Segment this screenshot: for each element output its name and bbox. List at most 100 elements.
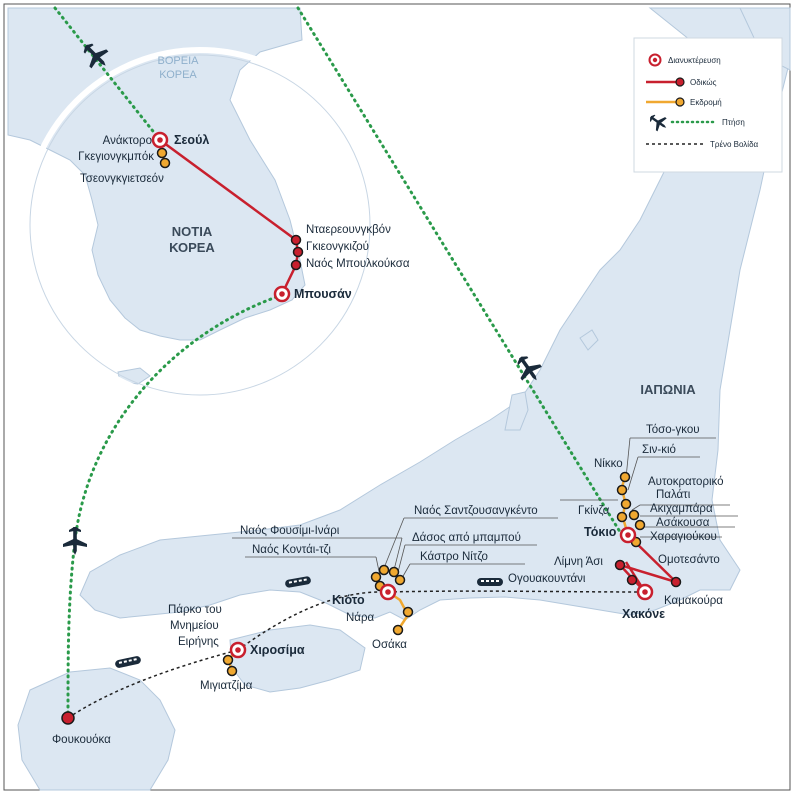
excursion-point [156, 147, 168, 159]
train-route-fukuoka-hiroshima [67, 649, 239, 719]
overnight-marker-seoul [151, 131, 169, 149]
place-label-naereosa: Νταερεουνγκβόν [306, 224, 391, 236]
place-label-ginza: Γκίνζα [578, 505, 610, 517]
place-label-shinkyo: Σιν-κιό [642, 444, 676, 456]
legend-road-icon [646, 77, 685, 87]
shikoku-landmass [229, 624, 366, 693]
place-label-fushimi-inari: Ναός Φουσίμι-Ινάρι [240, 525, 340, 537]
legend-flight-label: Πτήση [722, 118, 745, 127]
excursion-point [378, 564, 390, 576]
train-icon [115, 656, 141, 668]
flight-route-busan-fukuoka [66, 293, 284, 720]
road-waypoints [290, 234, 682, 588]
place-label-hiroshima: Χιροσίμα [250, 643, 305, 657]
airplane-icon [63, 527, 87, 555]
place-label-akihabara: Ακιχαμπάρα [650, 503, 713, 515]
airplane-icon [517, 356, 542, 381]
legend-overnight-label: Διανυκτέρευση [668, 56, 721, 65]
overnight-marker-busan [273, 285, 291, 303]
overnight-marker-hakone [636, 583, 654, 601]
overnight-marker-hiroshima [229, 641, 247, 659]
excursion-point [402, 606, 414, 618]
place-label-hakone: Χακόνε [622, 607, 665, 621]
place-label-seoul: Σεούλ [174, 133, 209, 147]
excursion-point [616, 511, 628, 523]
legend: Διανυκτέρευση Οδικώς Εκδρομή Πτήση Τρένο… [633, 37, 783, 173]
airplane-icon [83, 43, 109, 69]
excursion-point [226, 665, 238, 677]
north-korea-label-2: ΚΟΡΕΑ [159, 69, 197, 81]
place-label-kyoto: Κιότο [332, 593, 365, 607]
place-label-owakudani: Ογουακουντάνι [508, 573, 586, 585]
kyushu-landmass [17, 667, 176, 791]
legend-airplane-icon [649, 114, 667, 132]
japan-label: ΙΑΠΩΝΙΑ [640, 382, 696, 397]
road-waypoint [626, 574, 638, 586]
place-label-lake-ashi: Λίμνη Άσι [554, 556, 603, 568]
excursion-point [159, 157, 171, 169]
excursion-point [619, 471, 631, 483]
leader-lines [232, 437, 738, 579]
excursion-point [370, 571, 382, 583]
train-icon [285, 576, 311, 588]
excursion-point [394, 574, 406, 586]
train-icons [115, 576, 503, 668]
flight-route-to-tokyo [296, 6, 627, 542]
legend-train-label: Τρένο Βολίδα [710, 140, 759, 149]
overnight-marker-tokyo [619, 526, 637, 544]
north-korea-label-1: ΒΟΡΕΙΑ [158, 55, 200, 67]
flight-route-to-seoul [53, 6, 162, 142]
excursion-point [222, 654, 234, 666]
train-route-kyoto-hakone [387, 590, 646, 593]
korea-landmass [7, 7, 306, 341]
excursion-point [628, 509, 640, 521]
place-label-harajuku: Χαραγιούκου [650, 531, 717, 543]
korea-inset-ring [22, 47, 378, 403]
map-frame [3, 3, 791, 791]
legend-excursion-icon [646, 97, 685, 107]
place-label-fukuoka: Φουκουόκα [52, 734, 111, 746]
road-waypoint [292, 246, 304, 258]
train-routes [67, 590, 646, 719]
overnight-stops [61, 131, 654, 725]
south-korea-label-1: ΝΟΤΙΑ [172, 224, 213, 239]
honshu-landmass [79, 7, 791, 621]
place-label-osaka: Οσάκα [372, 639, 407, 651]
excursion-point [620, 498, 632, 510]
place-label-kamakura: Καμακούρα [664, 595, 723, 607]
place-label-nijo-castle: Κάστρο Νίτζο [420, 551, 488, 563]
road-waypoint [290, 234, 302, 246]
place-label-miyajima: Μιγιατζίμα [200, 680, 253, 692]
flight-routes [53, 6, 627, 720]
overnight-marker-fukuoka [61, 711, 75, 725]
legend-excursion-label: Εκδρομή [690, 98, 722, 107]
legend-overnight-icon [648, 53, 662, 67]
noto-peninsula [504, 391, 529, 431]
sado-island [579, 329, 599, 351]
korea-inset-border [29, 54, 371, 396]
place-label-bulguksa: Ναός Μπουλκούκσα [306, 258, 410, 270]
place-label-imperial-palace-2: Παλάτι [656, 489, 691, 501]
place-label-gyeongju: Γκιεονγκιζού [306, 241, 369, 253]
excursion-points [156, 147, 646, 677]
excursion-point [392, 624, 404, 636]
place-label-tosho-gu: Τόσο-γκου [646, 424, 700, 436]
place-label-omotesando: Ομοτεσάντο [658, 554, 720, 566]
place-label-nara: Νάρα [346, 612, 374, 624]
road-waypoint [670, 576, 682, 588]
landmasses [7, 7, 791, 791]
place-label-asakusa: Ασάκουσα [656, 517, 710, 529]
place-label-gyeongbokgung-1: Ανάκτορο [103, 135, 152, 147]
road-waypoint [614, 559, 626, 571]
place-label-sanjusangendo: Ναός Σαντζουσανγκέντο [414, 505, 538, 517]
place-label-peace-park-3: Ειρήνης [178, 636, 219, 648]
place-label-bamboo-forest: Δάσος από μπαμπού [412, 532, 521, 544]
excursion-point [388, 566, 400, 578]
place-label-peace-park-2: Μνημείου [170, 620, 219, 632]
road-waypoint [290, 259, 302, 271]
place-label-nikko: Νίκκο [594, 458, 623, 470]
place-label-tokyo: Τόκιο [584, 525, 617, 539]
place-label-cheonggyecheon: Τσεονγκγιετσεόν [80, 173, 164, 185]
place-label-gyeongbokgung-2: Γκεγιονγκμπόκ [78, 151, 154, 163]
